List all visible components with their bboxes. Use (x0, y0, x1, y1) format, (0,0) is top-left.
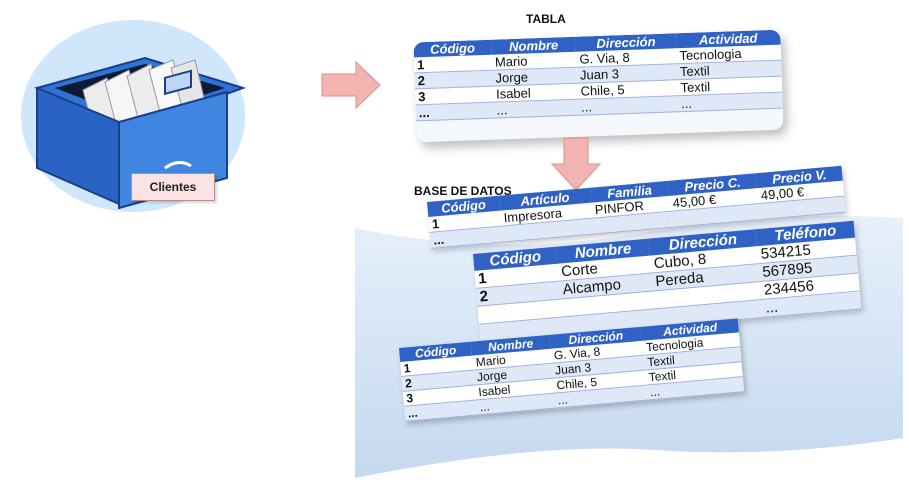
tabla-cell: ... (677, 92, 783, 112)
base-de-datos-label: BASE DE DATOS (414, 184, 512, 198)
tabla-cell: ... (415, 102, 494, 121)
database-stack: Código Artículo Familia Precio C. Precio… (355, 165, 903, 488)
cabinet-label-box: Clientes (131, 173, 215, 201)
tabla-card: Código Nombre Dirección Actividad 1 Mari… (413, 29, 784, 143)
cabinet-label: Clientes (149, 180, 197, 194)
right-arrow (321, 60, 382, 110)
tabla-label: TABLA (526, 12, 566, 26)
tabla-cell: ... (577, 95, 679, 116)
tabla-cell: ... (493, 99, 579, 119)
down-arrow (550, 137, 602, 191)
